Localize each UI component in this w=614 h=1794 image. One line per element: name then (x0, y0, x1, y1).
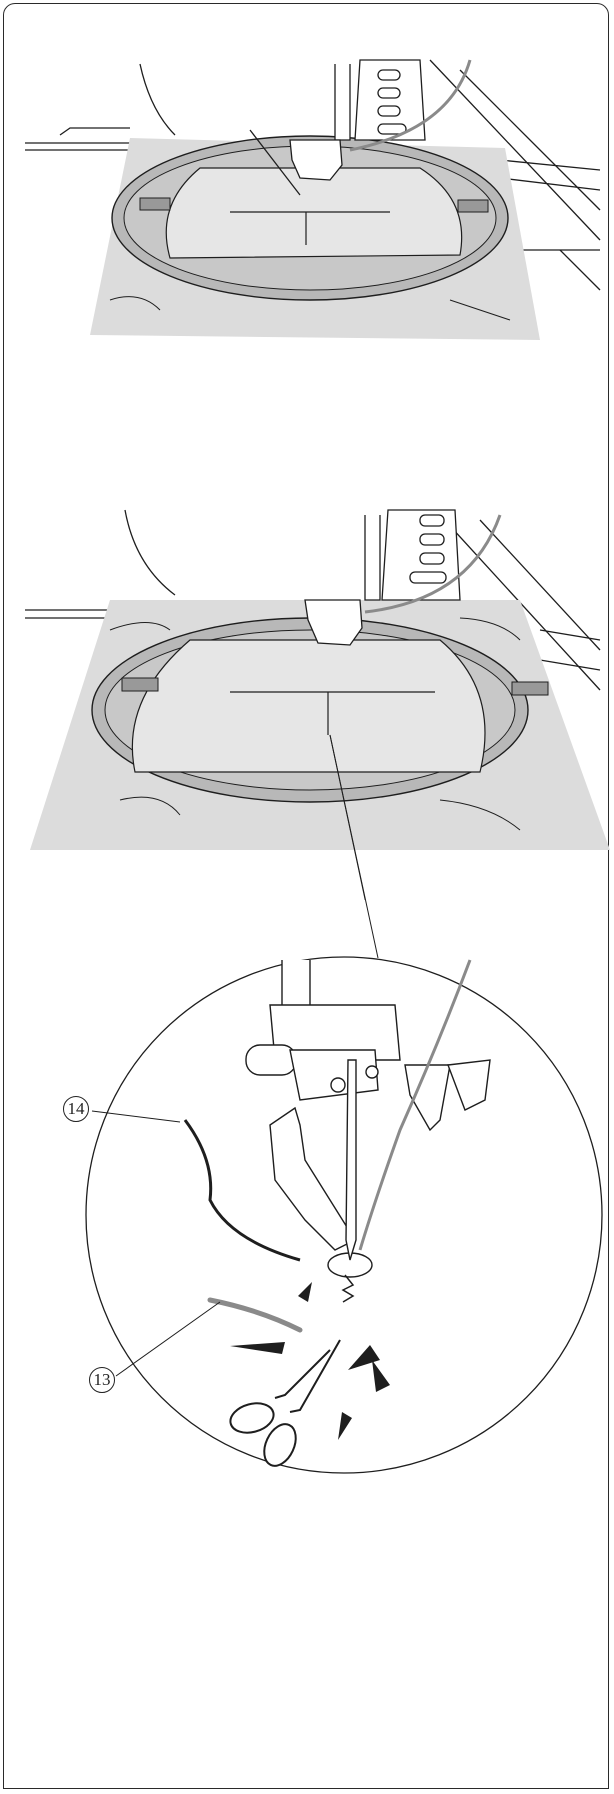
illustration-hoop-top (25, 59, 601, 340)
callout-14: 14 (63, 1096, 89, 1122)
scissors-icon (229, 1339, 341, 1467)
cut-arrow-icon (230, 1282, 390, 1440)
page-frame (3, 3, 609, 1789)
illustration-hoop-middle (25, 509, 610, 900)
callout-13: 13 (89, 1367, 115, 1393)
upper-thread (183, 1119, 301, 1262)
hoop-template (165, 167, 463, 259)
